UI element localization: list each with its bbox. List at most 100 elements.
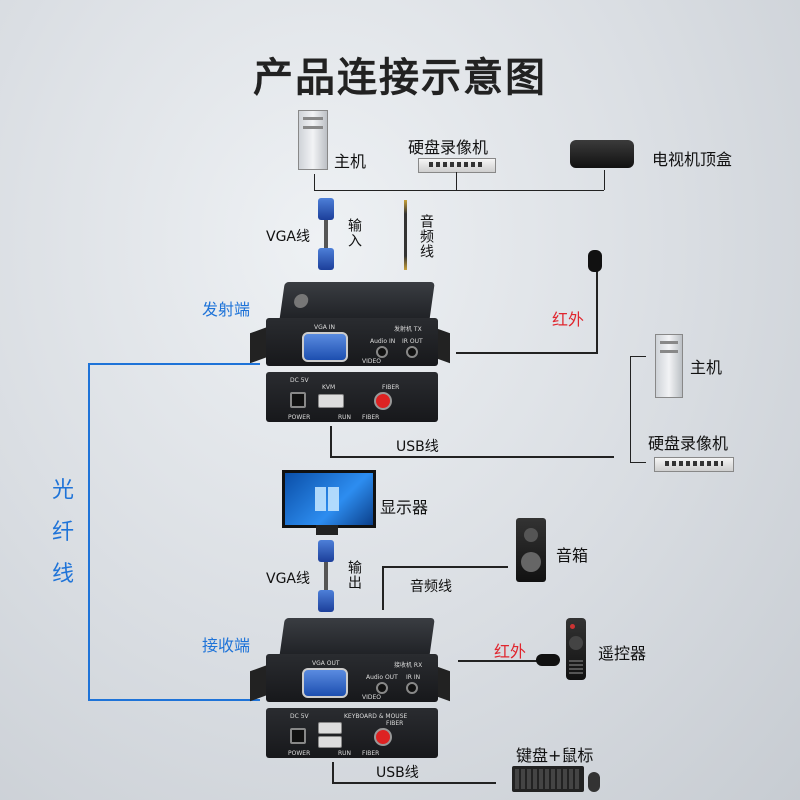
tx-audio-in-jack[interactable]: [376, 346, 388, 358]
nvr-label-top: 硬盘录像机: [408, 138, 489, 157]
audio-cable-bottom-v: [382, 566, 384, 610]
rx-usb-port-2[interactable]: [318, 736, 342, 748]
speaker-label: 音箱: [556, 546, 589, 565]
audio-cable-top: [404, 200, 407, 270]
rx-dc-jack[interactable]: [290, 728, 306, 744]
host-computer-right: [655, 334, 683, 398]
keyboard: [512, 766, 584, 792]
usb-cable-bottom-v: [332, 762, 334, 782]
rx-vga-port[interactable]: [302, 668, 348, 698]
tx-vga-in-text: VGA IN: [314, 324, 336, 331]
vga-plug-bottom-1: [318, 540, 334, 562]
tx-usb-port[interactable]: [318, 394, 344, 408]
usb-cable-top: [330, 456, 614, 458]
vga-cable-top: [324, 220, 328, 250]
keyboard-mouse-label: 键盘+鼠标: [516, 746, 594, 765]
rx-fiber-port[interactable]: [374, 728, 392, 746]
vga-cable-bottom: [324, 562, 328, 592]
tx-dc-jack[interactable]: [290, 392, 306, 408]
tx-ir-out-text: IR OUT: [402, 338, 423, 345]
host-label-right: 主机: [690, 358, 723, 377]
mouse: [588, 772, 600, 792]
rx-usb-port-1[interactable]: [318, 722, 342, 734]
rx-ir-in-text: IR IN: [406, 674, 421, 681]
sender-top-cover: [279, 282, 435, 322]
tx-video-text: VIDEO: [362, 358, 382, 365]
audio-cable-label-top: 音频线: [418, 214, 434, 259]
source-bus-line: [314, 190, 604, 191]
tx-fiber-port[interactable]: [374, 392, 392, 410]
bus-drop-2: [456, 172, 457, 190]
speaker: [516, 518, 546, 582]
sender-front-panel-upper: VGA IN 发射机 TX Audio IN IR OUT VIDEO: [266, 318, 438, 366]
tx-ir-out-jack[interactable]: [406, 346, 418, 358]
monitor: [282, 470, 376, 528]
ir-label-bottom: 红外: [494, 642, 527, 661]
vga-plug-bottom-2: [318, 590, 334, 612]
usb-cable-bottom-h: [332, 782, 496, 784]
fiber-bracket-bottom: [88, 699, 260, 701]
page-title: 产品连接示意图: [253, 55, 547, 101]
nvr-top: [418, 158, 496, 173]
fiber-bracket-v: [88, 363, 90, 699]
brand-logo-icon: [293, 294, 310, 308]
right-bracket-v: [630, 356, 631, 462]
receiver-label: 接收端: [202, 636, 251, 655]
receiver-top-cover: [279, 618, 435, 658]
remote-label: 遥控器: [598, 644, 647, 663]
settop-box: [570, 140, 634, 168]
right-bracket-bottom: [630, 462, 646, 463]
tx-power-text: POWER: [288, 414, 311, 421]
nvr-right: [654, 457, 734, 472]
fiber-label: 光纤线: [51, 478, 74, 587]
ir-sensor-bottom-icon: [536, 654, 560, 666]
tx-vga-port[interactable]: [302, 332, 348, 362]
rx-audio-out-text: Audio OUT: [366, 674, 398, 681]
fiber-bracket-top: [88, 363, 260, 365]
bus-drop-3: [604, 170, 605, 190]
sender-front-panel-lower: DC 5V KVM FIBER POWER RUN FIBER: [266, 372, 438, 422]
vga-plug-top-2: [318, 248, 334, 270]
tx-fiber-text: FIBER: [382, 384, 400, 391]
audio-cable-bottom-h: [382, 566, 508, 568]
tx-audio-in-text: Audio IN: [370, 338, 396, 345]
rx-kb-text: KEYBOARD & MOUSE: [344, 713, 408, 720]
usb-label-bottom: USB线: [376, 765, 419, 781]
usb-label-top: USB线: [396, 439, 439, 455]
monitor-stand: [316, 525, 338, 535]
ir-cable-bottom: [458, 660, 538, 662]
ir-cable-top-h: [456, 352, 596, 354]
rx-video-text: VIDEO: [362, 694, 382, 701]
rx-fiber-text: FIBER: [386, 720, 404, 727]
rx-ir-in-jack[interactable]: [406, 682, 418, 694]
remote-control: [566, 618, 586, 680]
rx-power-text: POWER: [288, 750, 311, 757]
rx-model-text: 接收机 RX: [394, 662, 423, 669]
input-label: 输入: [346, 218, 362, 248]
tx-run-text: RUN: [338, 414, 352, 421]
rx-audio-out-jack[interactable]: [376, 682, 388, 694]
output-label: 输出: [346, 560, 362, 590]
ir-sensor-top-icon: [588, 250, 602, 272]
rx-dc-text: DC 5V: [290, 713, 309, 720]
tx-model-text: 发射机 TX: [394, 326, 422, 333]
bus-drop-1: [314, 174, 315, 190]
receiver-front-panel-upper: VGA OUT 接收机 RX Audio OUT IR IN VIDEO: [266, 654, 438, 702]
host-label-top: 主机: [334, 152, 367, 171]
tx-dc-text: DC 5V: [290, 377, 309, 384]
vga-label-bottom: VGA线: [266, 571, 311, 587]
nvr-label-right: 硬盘录像机: [648, 434, 729, 453]
rx-run-text: RUN: [338, 750, 352, 757]
rx-fiber-led-text: FIBER: [362, 750, 380, 757]
ir-label-top: 红外: [552, 310, 585, 329]
monitor-label: 显示器: [380, 498, 429, 517]
right-bracket-top: [630, 356, 646, 357]
vga-plug-top-1: [318, 198, 334, 220]
ir-cable-top-v: [596, 270, 598, 354]
audio-cable-label-bottom: 音频线: [410, 579, 452, 595]
tx-kvm-text: KVM: [322, 384, 336, 391]
usb-cable-top-v: [330, 426, 332, 458]
host-computer-top: [298, 110, 328, 170]
tx-fiber-led-text: FIBER: [362, 414, 380, 421]
windows-logo-icon: [315, 487, 339, 511]
